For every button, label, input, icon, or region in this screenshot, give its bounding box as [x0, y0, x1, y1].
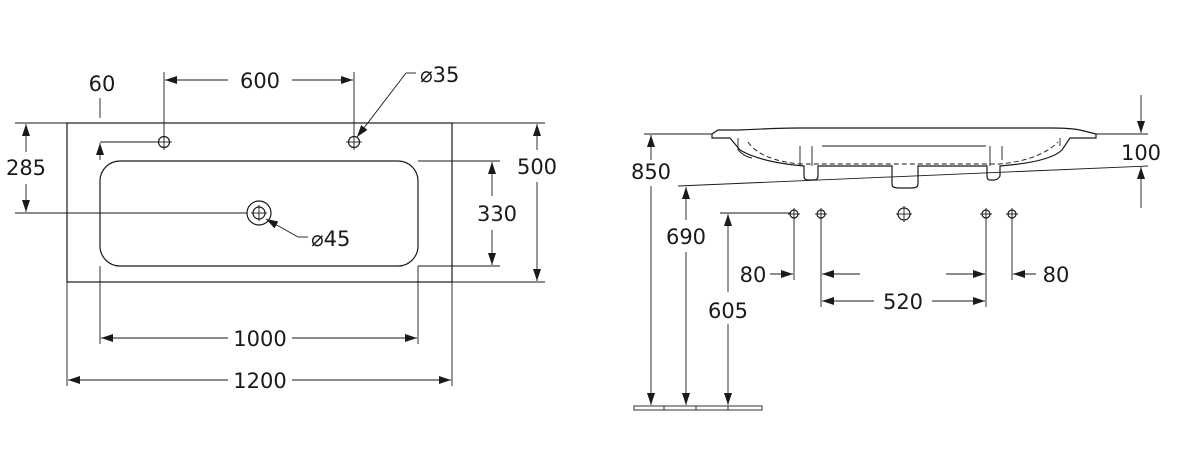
bowl-inner-hidden [747, 141, 1059, 165]
label-600: 600 [240, 69, 280, 93]
dim-overall-depth: 500 [452, 122, 557, 283]
leader-tap-hole: ⌀35 [356, 63, 459, 138]
label-330: 330 [477, 202, 517, 226]
dim-basin-width: 1000 [99, 266, 419, 351]
dim-left-offset: 80 [740, 263, 860, 287]
label-500: 500 [517, 155, 557, 179]
label-dia45: ⌀45 [311, 227, 350, 251]
tap-hole-left [156, 134, 172, 150]
waste-outlet [246, 200, 272, 226]
label-60: 60 [89, 72, 116, 96]
dim-tap-spacing: 600 [163, 69, 355, 134]
dim-basin-depth: 330 [418, 160, 517, 267]
tap-hole-right [346, 134, 362, 150]
profile-ribs [799, 145, 1003, 166]
washbasin-outline [66, 122, 453, 283]
basin-bowl-outline [99, 160, 419, 267]
floor [633, 405, 763, 411]
label-80-left: 80 [740, 263, 767, 287]
dim-supply-spacing: 520 [822, 290, 985, 314]
label-1000: 1000 [233, 327, 286, 351]
dim-waste-position: 285 [6, 122, 247, 214]
label-690: 690 [666, 225, 706, 249]
dim-thickness: 100 [1096, 95, 1161, 208]
dim-right-offset: 80 [946, 263, 1069, 287]
label-dia35: ⌀35 [420, 63, 459, 87]
label-520: 520 [883, 290, 923, 314]
leader-waste: ⌀45 [265, 218, 350, 251]
label-100: 100 [1121, 141, 1161, 165]
label-850: 850 [631, 160, 671, 184]
dim-overall-width: 1200 [66, 282, 453, 393]
plan-view: 600 60 ⌀35 285 ⌀45 [6, 63, 557, 393]
profile-detail-left [737, 138, 753, 159]
dim-underside-height: 690 [666, 165, 1149, 405]
label-1200: 1200 [233, 369, 286, 393]
label-605: 605 [708, 299, 748, 323]
dim-supply-height: 605 [708, 212, 790, 405]
side-view: 850 690 605 100 [631, 95, 1161, 411]
dim-rim-height: 850 [631, 133, 712, 405]
label-285: 285 [6, 156, 46, 180]
dim-edge-offset: 60 [89, 72, 158, 160]
waste-point [896, 206, 912, 222]
washbasin-profile [711, 127, 1097, 189]
label-80-right: 80 [1043, 263, 1070, 287]
